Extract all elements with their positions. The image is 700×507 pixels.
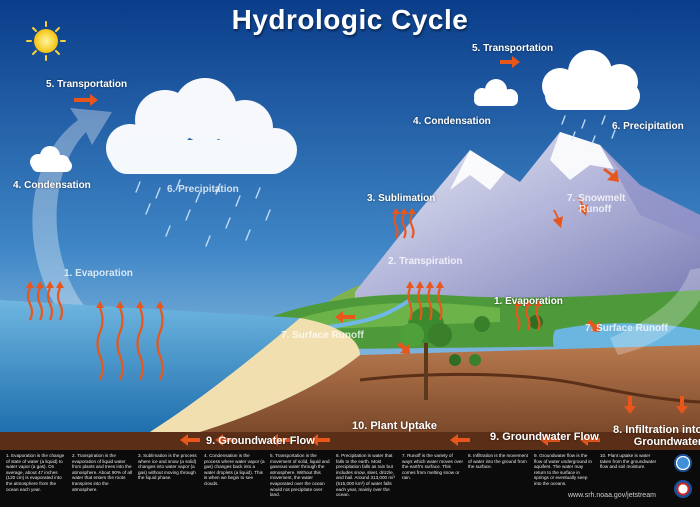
evaporation-arrows	[26, 213, 541, 381]
description-plant-uptake: 10. Plant uptake is water taken from the…	[600, 453, 657, 470]
label-snowmelt-line1: 7. Snowmelt	[567, 193, 626, 204]
label-precipitation-right: 6. Precipitation	[612, 121, 684, 132]
label-infiltration-line1: 8. Infiltration into	[613, 424, 700, 436]
label-evaporation-lake: 1. Evaporation	[494, 296, 563, 307]
label-surface-runoff-left: 7. Surface Runoff	[281, 330, 364, 341]
rain-icon	[135, 115, 616, 247]
soil	[160, 345, 700, 450]
description-footer: 1. Evaporation is the change of state of…	[0, 450, 700, 507]
ocean	[0, 300, 300, 432]
description-condensation: 4. Condensation is the process where wat…	[204, 453, 265, 486]
beach	[150, 318, 360, 432]
sun-icon	[26, 21, 66, 61]
label-snowmelt-line2: Runoff	[579, 204, 612, 215]
tree-icon	[400, 307, 543, 400]
cloud-icon	[30, 50, 640, 174]
label-transportation-right: 5. Transportation	[472, 43, 554, 54]
label-groundwater-flow-right: 9. Groundwater Flow	[490, 431, 599, 443]
description-groundwater-flow: 9. Groundwater flow is the flow of water…	[534, 453, 592, 486]
arrow-heads	[26, 208, 542, 308]
page-title: Hydrologic Cycle	[231, 4, 469, 35]
noaa-logo	[674, 454, 692, 472]
label-transportation-left: 5. Transportation	[46, 79, 128, 90]
description-runoff: 7. Runoff is the variety of ways which w…	[402, 453, 464, 481]
scene-illustration	[0, 0, 700, 450]
description-infiltration: 8. Infiltration is the movement of water…	[468, 453, 529, 470]
source-url: www.srh.noaa.gov/jetstream	[568, 492, 656, 499]
label-snowmelt-runoff: 7. Snowmelt Runoff	[567, 193, 625, 215]
label-surface-runoff-right: 7. Surface Runoff	[585, 323, 668, 334]
label-precipitation-left: 6. Precipitation	[167, 184, 239, 195]
description-evaporation: 1. Evaporation is the change of state of…	[6, 453, 65, 492]
label-infiltration: 8. Infiltration into Groundwater	[613, 424, 700, 448]
label-condensation-right: 4. Condensation	[413, 116, 491, 127]
description-transportation: 5. Transportation is the movement of sol…	[270, 453, 330, 498]
label-condensation-left: 4. Condensation	[13, 180, 91, 191]
cycle-arrow-right	[610, 268, 700, 355]
nws-logo	[674, 480, 692, 498]
label-plant-uptake: 10. Plant Uptake	[352, 420, 437, 432]
label-sublimation: 3. Sublimation	[367, 193, 436, 204]
groundwater-band	[0, 432, 700, 450]
description-sublimation: 3. Sublimation is the process where ice …	[138, 453, 197, 481]
description-transpiration: 2. Transpiration is the evaporation of l…	[72, 453, 133, 492]
description-precipitation: 6. Precipitation is water that falls to …	[336, 453, 395, 498]
label-infiltration-line2: Groundwater	[633, 436, 700, 448]
label-transpiration: 2. Transpiration	[388, 256, 463, 267]
arrow-icon	[74, 56, 688, 446]
label-groundwater-flow-left: 9. Groundwater Flow	[206, 435, 315, 447]
label-evaporation-ocean: 1. Evaporation	[64, 268, 133, 279]
